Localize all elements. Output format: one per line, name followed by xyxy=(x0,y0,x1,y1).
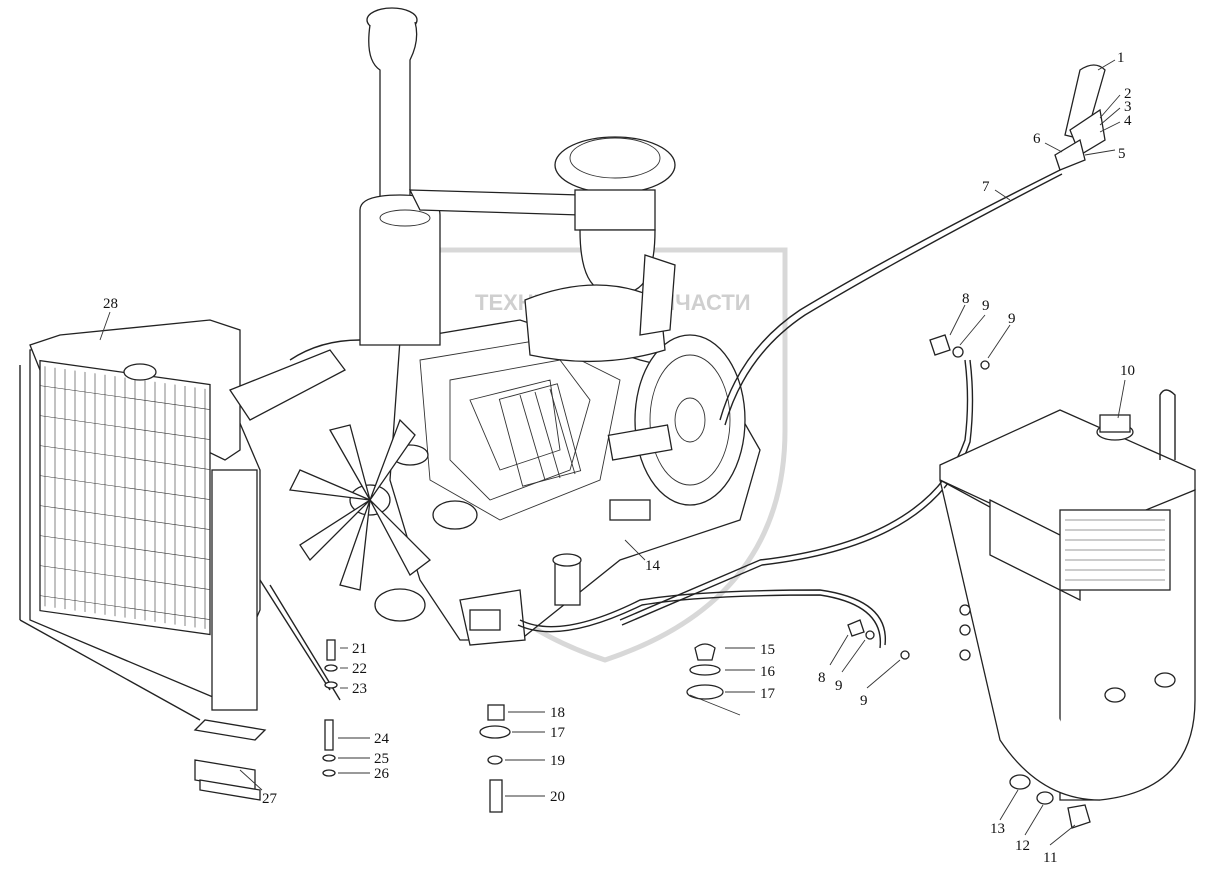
throttle-pedal xyxy=(1054,64,1106,171)
radiator-bracket xyxy=(193,719,267,801)
callout-8-bottom: 8 xyxy=(818,670,826,686)
callout-12: 12 xyxy=(1015,838,1030,854)
radiator-core-grid xyxy=(40,366,210,629)
callout-15: 15 xyxy=(760,642,775,658)
callout-8-top: 8 xyxy=(962,291,970,307)
callout-27: 27 xyxy=(262,791,278,807)
callout-17-center: 17 xyxy=(550,725,566,741)
tank-vent-grille xyxy=(1065,519,1165,581)
callout-4: 4 xyxy=(1124,113,1132,129)
radiator xyxy=(19,319,361,721)
callout-24: 24 xyxy=(374,731,390,747)
callout-9-top-a: 9 xyxy=(982,298,990,314)
callout-20: 20 xyxy=(550,789,565,805)
callout-26: 26 xyxy=(374,766,390,782)
callout-14: 14 xyxy=(645,558,661,574)
callouts: 1 2 3 4 5 6 7 8 9 9 10 8 9 9 11 12 13 14… xyxy=(103,50,1135,866)
callout-3: 3 xyxy=(1124,99,1132,115)
callout-5: 5 xyxy=(1118,146,1126,162)
callout-21: 21 xyxy=(352,641,367,657)
callout-19: 19 xyxy=(550,753,565,769)
callout-9-bottom-a: 9 xyxy=(835,678,843,694)
callout-11: 11 xyxy=(1043,850,1057,866)
callout-13: 13 xyxy=(990,821,1005,837)
callout-28: 28 xyxy=(103,296,118,312)
fuel-tank xyxy=(939,389,1196,801)
callout-10: 10 xyxy=(1120,363,1135,379)
callout-22: 22 xyxy=(352,661,367,677)
callout-1: 1 xyxy=(1117,50,1125,66)
callout-2: 2 xyxy=(1124,86,1132,102)
air-cleaner xyxy=(524,136,676,363)
callout-23: 23 xyxy=(352,681,367,697)
callout-7: 7 xyxy=(982,179,990,195)
fasteners xyxy=(322,334,1091,829)
callout-9-top-b: 9 xyxy=(1008,311,1016,327)
leader-lines xyxy=(99,59,1126,846)
callout-18: 18 xyxy=(550,705,565,721)
callout-17-right: 17 xyxy=(760,686,776,702)
callout-6: 6 xyxy=(1033,131,1041,147)
exhaust-system xyxy=(359,7,581,346)
cooling-fan xyxy=(289,418,431,591)
callout-9-bottom-b: 9 xyxy=(860,693,868,709)
callout-16: 16 xyxy=(760,664,776,680)
engine xyxy=(374,319,761,646)
callout-25: 25 xyxy=(374,751,389,767)
